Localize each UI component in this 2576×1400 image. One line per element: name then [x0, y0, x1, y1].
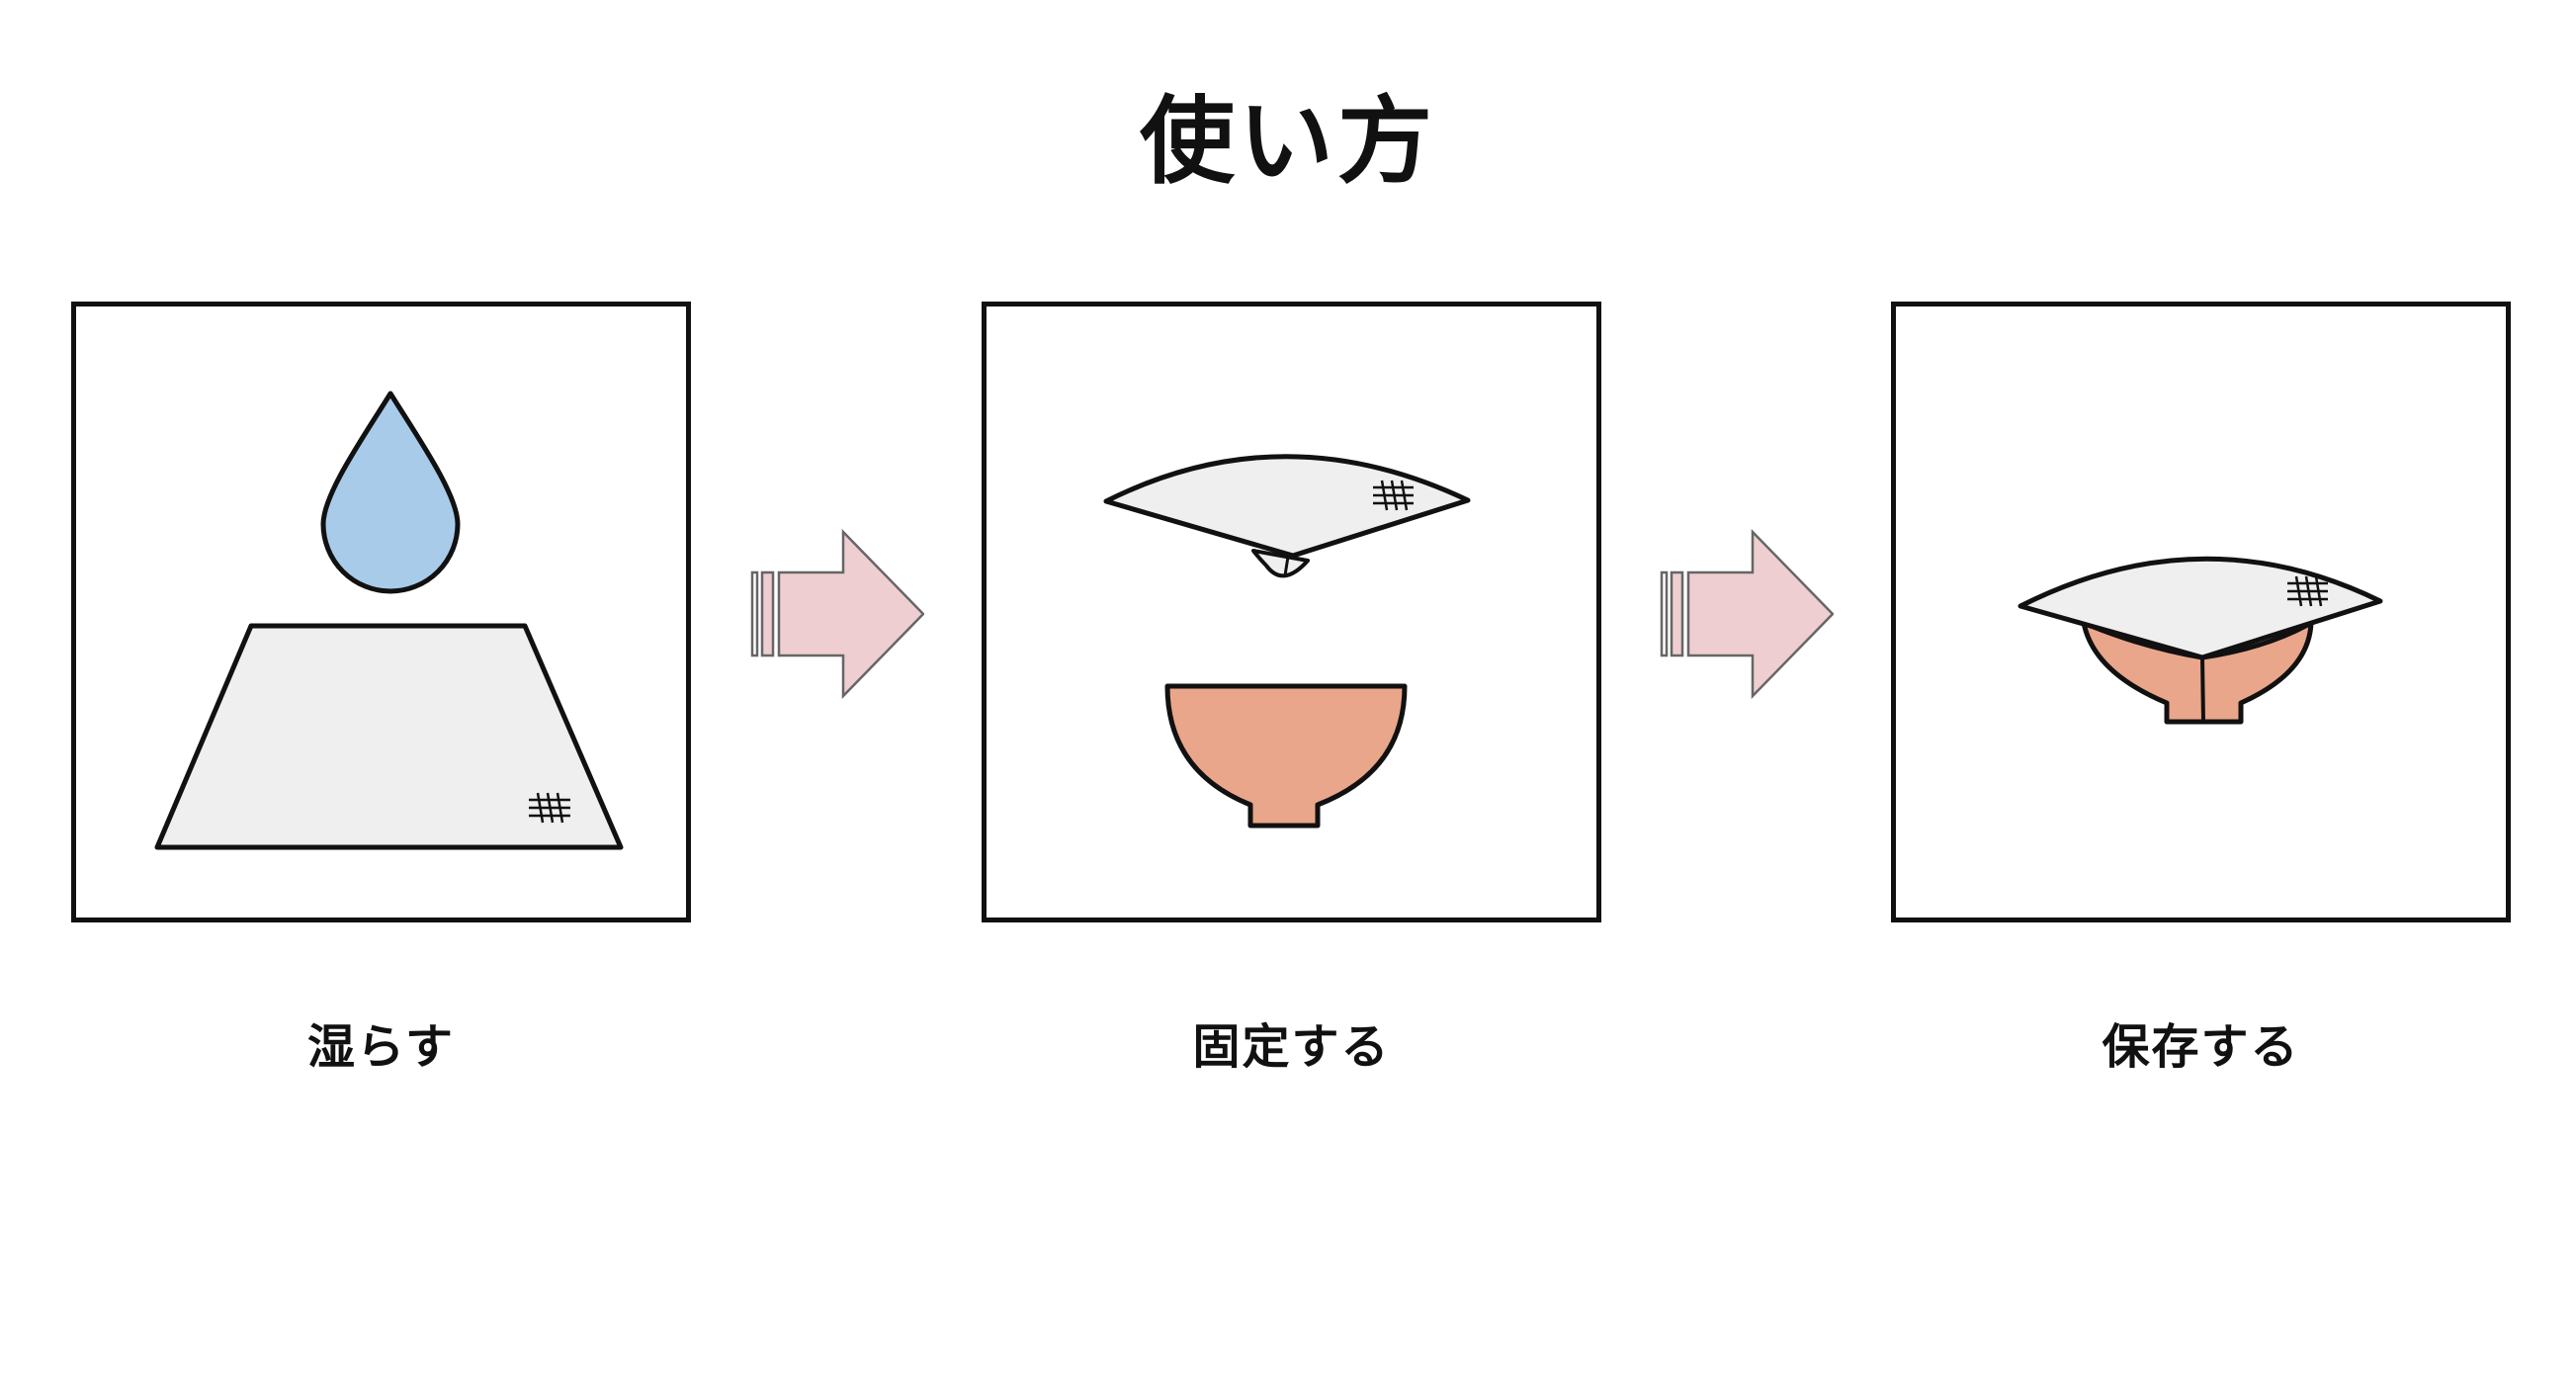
bowl-icon	[1164, 683, 1408, 829]
moisten-illustration	[154, 391, 624, 850]
cloth-tag-icon	[2287, 575, 2328, 607]
fix-illustration	[1103, 454, 1471, 829]
arrow-right-icon	[1656, 529, 1834, 699]
cloth-icon	[154, 623, 624, 850]
cloth-icon	[2018, 556, 2383, 660]
arrow-right-icon	[746, 529, 924, 699]
step-label-store: 保存する	[2102, 1019, 2300, 1075]
step-panel-2	[982, 302, 1601, 922]
cloth-tag-icon	[1373, 480, 1414, 511]
water-drop-icon	[320, 391, 461, 594]
step-panel-3	[1891, 302, 2511, 922]
cloth-tag-icon	[529, 792, 570, 824]
step-label-moisten: 湿らす	[306, 1019, 456, 1075]
cloth-tip-icon	[1251, 549, 1310, 578]
diagram-title: 使い方	[1140, 86, 1436, 197]
bowl-icon	[2081, 620, 2314, 725]
store-illustration	[2018, 556, 2383, 725]
step-label-fix: 固定する	[1192, 1019, 1391, 1075]
cloth-icon	[1103, 454, 1471, 559]
step-panel-1	[71, 302, 691, 922]
